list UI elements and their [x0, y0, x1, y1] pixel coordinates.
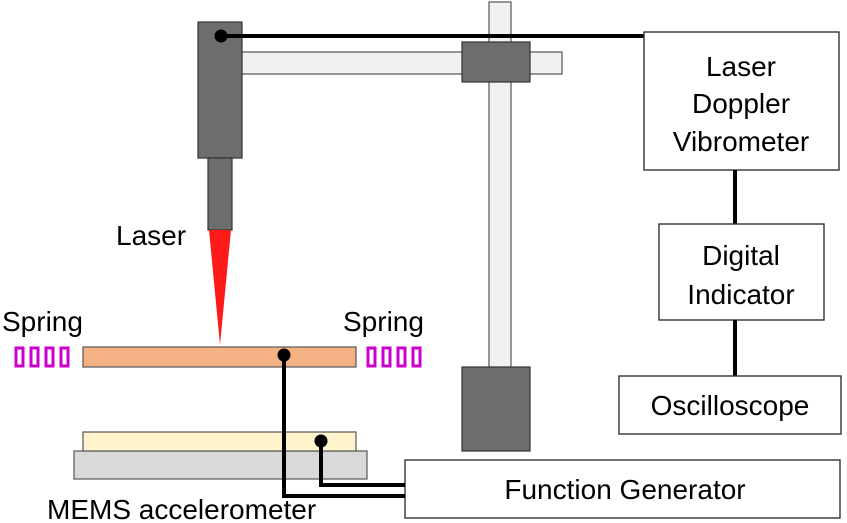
- stand-clamp: [461, 41, 531, 83]
- function-generator-box: [404, 459, 841, 519]
- ldv-label-line2: Doppler: [692, 88, 790, 119]
- oscilloscope-box: [618, 375, 842, 435]
- spring-left: [14, 346, 70, 368]
- ldv-label-line3: Vibrometer: [673, 126, 809, 157]
- mems-plate: [82, 431, 357, 452]
- base-platform: [73, 450, 368, 480]
- spring-coil: [44, 346, 55, 368]
- ldv-label-line1: Laser: [706, 51, 776, 82]
- laser-beam: [209, 230, 231, 345]
- wire-mems-to-generator: [319, 441, 405, 487]
- spring-right: [366, 346, 422, 368]
- digital-indicator-box: [658, 223, 825, 321]
- mems-connector: [314, 434, 328, 448]
- stand-base: [461, 366, 531, 452]
- laser-nozzle: [207, 157, 233, 231]
- spring-coil: [59, 346, 70, 368]
- spring-right-label: Spring: [343, 306, 424, 337]
- spring-coil: [396, 346, 407, 368]
- spring-coil: [29, 346, 40, 368]
- vibrating-plate: [82, 346, 357, 368]
- spring-coil: [381, 346, 392, 368]
- spring-coil: [366, 346, 377, 368]
- ldv-box: [643, 31, 840, 171]
- spring-coil: [411, 346, 422, 368]
- oscilloscope-label: Oscilloscope: [651, 390, 810, 421]
- plate-connector: [277, 348, 291, 362]
- mems-label: MEMS accelerometer: [47, 494, 316, 523]
- indicator-label-line2: Indicator: [687, 279, 794, 310]
- spring-left-label: Spring: [2, 306, 83, 337]
- laser-head-connector: [214, 29, 228, 43]
- spring-coil: [14, 346, 25, 368]
- laser-label: Laser: [116, 220, 186, 251]
- indicator-label-line1: Digital: [702, 240, 780, 271]
- function-generator-label: Function Generator: [504, 474, 745, 505]
- wire-plate-to-generator: [282, 355, 405, 498]
